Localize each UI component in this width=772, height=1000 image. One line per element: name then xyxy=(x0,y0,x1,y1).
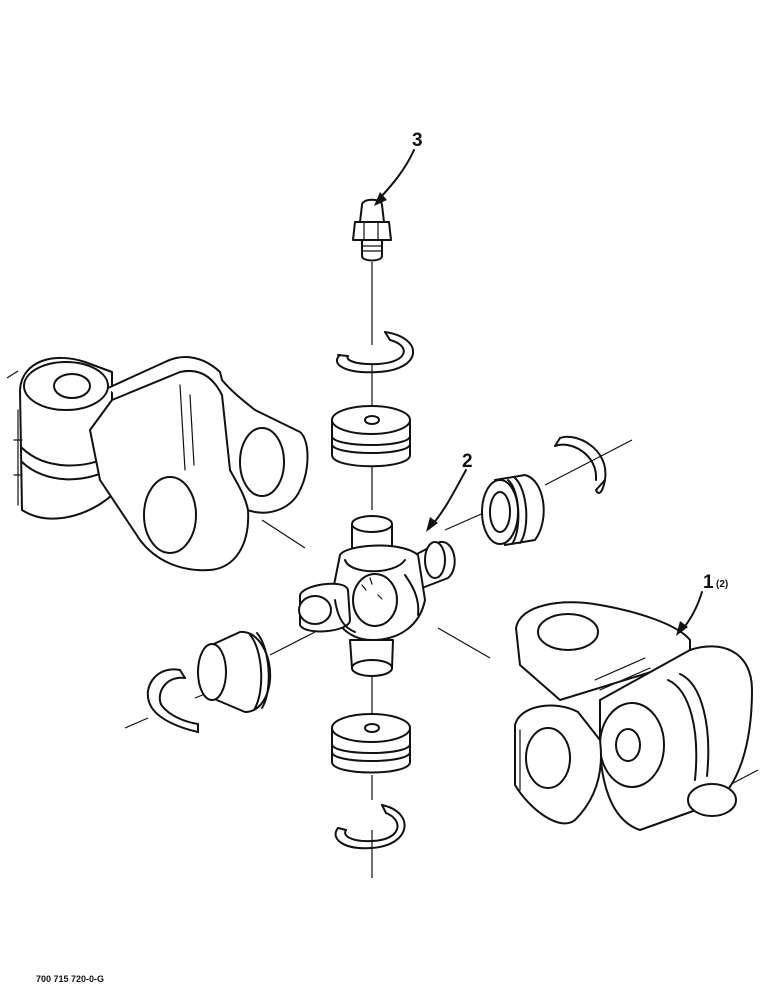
snap-ring-top xyxy=(335,331,415,374)
grease-fitting xyxy=(352,198,392,262)
yoke-right xyxy=(514,601,753,831)
bearing-cup-right xyxy=(481,474,545,546)
callout-2: 2 xyxy=(462,451,473,472)
leader-lines xyxy=(374,149,703,636)
callout-3: 3 xyxy=(412,130,423,151)
snap-ring-right xyxy=(554,435,607,494)
cross-spider xyxy=(298,515,456,677)
snap-ring-bottom xyxy=(334,804,406,850)
bearing-cup-top xyxy=(331,405,411,468)
bearing-cup-left xyxy=(197,630,272,713)
callout-1: 1 xyxy=(703,572,714,593)
snap-ring-left xyxy=(146,668,199,733)
callout-1-quantity: (2) xyxy=(716,579,728,590)
figure-code: 700 715 720-0-G xyxy=(36,974,104,984)
yoke-left xyxy=(13,356,309,572)
bearing-cup-bottom xyxy=(331,713,411,774)
axis-lines xyxy=(6,262,759,878)
